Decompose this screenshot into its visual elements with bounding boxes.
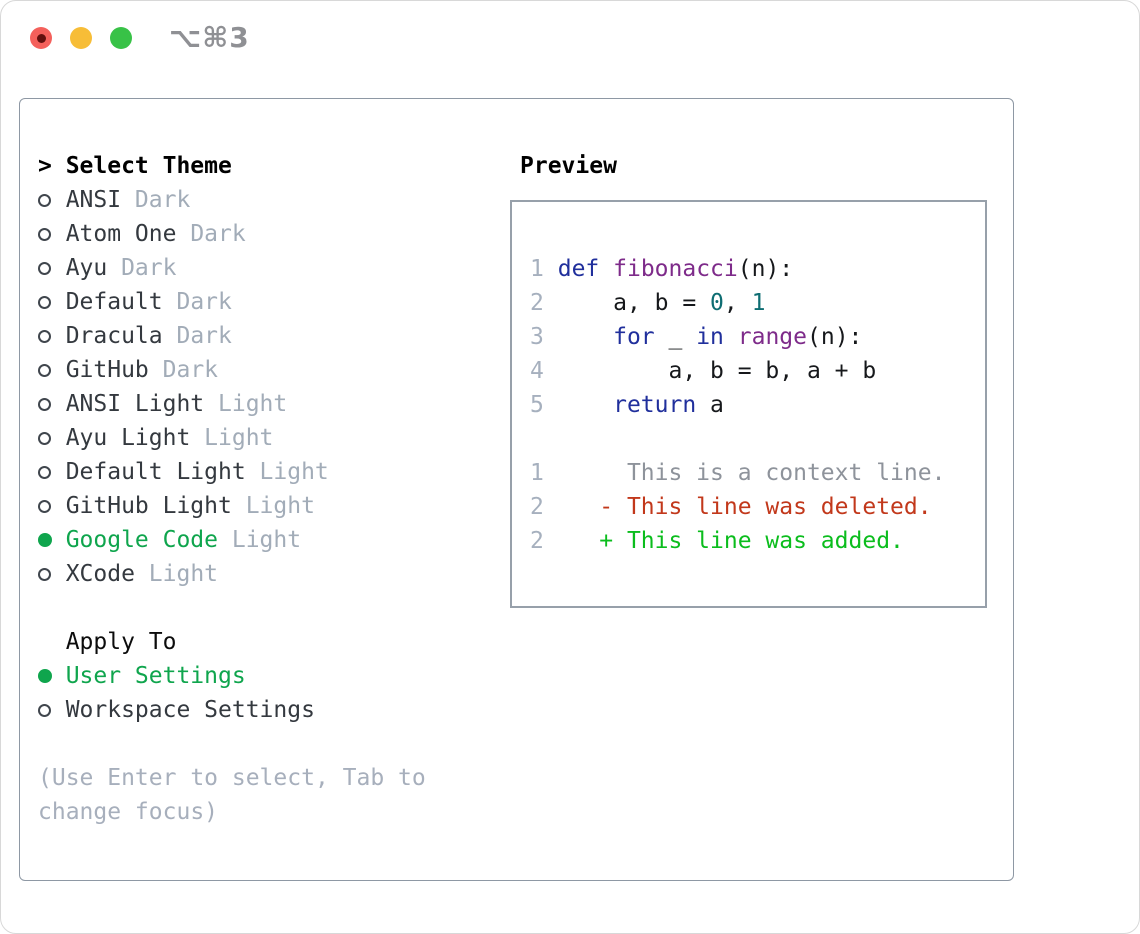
- theme-name: ANSI Light: [65, 391, 205, 417]
- window-title: ⌥⌘3: [169, 21, 250, 54]
- apply-to-header: Apply To: [38, 625, 483, 659]
- code-line: 1 This is a context line.: [530, 460, 946, 486]
- radio-slot: [38, 363, 66, 377]
- apply-option-label: Workspace Settings: [65, 697, 315, 723]
- radio-icon: [38, 261, 51, 275]
- close-button[interactable]: [30, 27, 52, 49]
- theme-option[interactable]: GitHub Dark: [38, 353, 483, 387]
- radio-slot: [38, 329, 66, 343]
- preview-panel: Preview 1 def fibonacci(n): 2 a, b = 0, 1…: [502, 149, 1002, 608]
- code-line: 4 a, b = b, a + b: [530, 358, 877, 384]
- theme-variant: Dark: [121, 255, 177, 281]
- radio-icon: [38, 295, 51, 309]
- hint-text: (Use Enter to select, Tab to change focu…: [38, 765, 426, 825]
- theme-option[interactable]: Dracula Dark: [38, 319, 483, 353]
- theme-variant: Dark: [190, 221, 246, 247]
- radio-slot: [38, 567, 66, 581]
- theme-name: XCode: [65, 561, 135, 587]
- apply-to-label: Apply To: [65, 629, 177, 655]
- radio-icon: [38, 431, 51, 445]
- radio-icon: [38, 499, 51, 513]
- theme-variant: Light: [218, 391, 288, 417]
- radio-slot: [38, 193, 66, 207]
- theme-name: ANSI: [65, 187, 122, 213]
- radio-slot: [38, 703, 66, 717]
- theme-variant: Light: [245, 493, 315, 519]
- theme-option[interactable]: Ayu Dark: [38, 251, 483, 285]
- apply-option[interactable]: User Settings: [38, 659, 483, 693]
- radio-icon: [38, 363, 51, 377]
- radio-slot: [38, 261, 66, 275]
- radio-slot: [38, 533, 66, 547]
- preview-label: Preview: [520, 153, 617, 179]
- zoom-button[interactable]: [110, 27, 132, 49]
- theme-variant: Light: [231, 527, 302, 553]
- radio-slot: [38, 499, 66, 513]
- theme-option[interactable]: Ayu Light Light: [38, 421, 483, 455]
- titlebar: [30, 27, 132, 49]
- radio-icon: [38, 703, 51, 717]
- select-theme-header: > Select Theme: [38, 149, 483, 183]
- theme-option[interactable]: ANSI Dark: [38, 183, 483, 217]
- radio-icon: [38, 193, 51, 207]
- code-line: 5 return a: [530, 392, 724, 418]
- radio-slot: [38, 397, 66, 411]
- theme-variant: Light: [259, 459, 329, 485]
- radio-icon: [38, 669, 52, 683]
- code-line: 2 a, b = 0, 1: [530, 290, 766, 316]
- code-line: [530, 422, 985, 456]
- theme-name: Google Code: [65, 527, 219, 553]
- theme-option[interactable]: Google Code Light: [38, 523, 483, 557]
- radio-icon: [38, 397, 51, 411]
- theme-option[interactable]: Atom One Dark: [38, 217, 483, 251]
- code-line: 3 for _ in range(n):: [530, 324, 863, 350]
- code-line: 2 + This line was added.: [530, 528, 904, 554]
- theme-option[interactable]: Default Light Light: [38, 455, 483, 489]
- radio-slot: [38, 465, 66, 479]
- cursor-icon: >: [38, 153, 52, 179]
- theme-name: Atom One: [65, 221, 177, 247]
- theme-option[interactable]: Default Dark: [38, 285, 483, 319]
- theme-name: Ayu Light: [65, 425, 191, 451]
- theme-variant: Dark: [176, 323, 232, 349]
- radio-icon: [38, 227, 51, 241]
- theme-name: Ayu: [65, 255, 108, 281]
- select-theme-label: Select Theme: [65, 153, 232, 179]
- code-line: 1 def fibonacci(n):: [530, 256, 794, 282]
- radio-slot: [38, 227, 66, 241]
- theme-variant: Dark: [162, 357, 219, 383]
- theme-option[interactable]: XCode Light: [38, 557, 483, 591]
- theme-name: Default Light: [65, 459, 246, 485]
- theme-name: Default: [65, 289, 163, 315]
- minimize-button[interactable]: [70, 27, 92, 49]
- unsaved-changes-dot-icon: [36, 33, 46, 43]
- radio-icon: [38, 329, 51, 343]
- theme-option[interactable]: GitHub Light Light: [38, 489, 483, 523]
- preview-box: 1 def fibonacci(n): 2 a, b = 0, 1 3 for _ …: [510, 200, 987, 608]
- preview-header: Preview: [502, 149, 1002, 183]
- theme-variant: Light: [204, 425, 274, 451]
- preview-code: 1 def fibonacci(n): 2 a, b = 0, 1 3 for _ …: [512, 202, 985, 558]
- apply-option[interactable]: Workspace Settings: [38, 693, 483, 727]
- theme-option[interactable]: ANSI Light Light: [38, 387, 483, 421]
- theme-variant: Dark: [134, 187, 191, 213]
- theme-name: Dracula: [65, 323, 163, 349]
- radio-icon: [38, 465, 51, 479]
- code-line: 2 - This line was deleted.: [530, 494, 932, 520]
- apply-option-label: User Settings: [65, 663, 246, 689]
- theme-variant: Light: [148, 561, 219, 587]
- radio-slot: [38, 295, 66, 309]
- theme-name: GitHub Light: [65, 493, 232, 519]
- theme-variant: Dark: [176, 289, 232, 315]
- theme-name: GitHub: [65, 357, 149, 383]
- radio-icon: [38, 567, 51, 581]
- radio-slot: [38, 669, 66, 683]
- radio-slot: [38, 431, 66, 445]
- radio-icon: [38, 533, 52, 547]
